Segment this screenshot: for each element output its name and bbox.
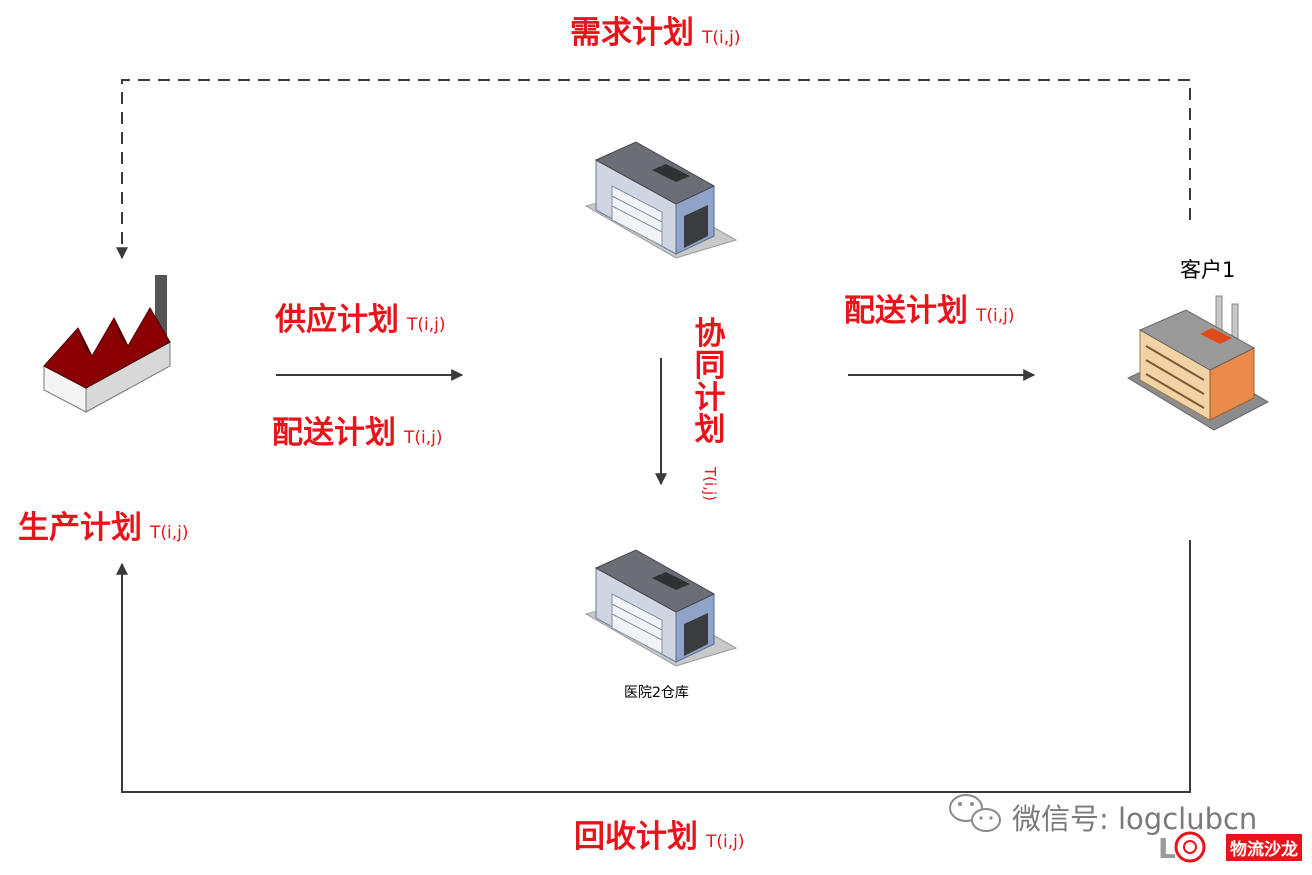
demand-plan-tag: T(i,j) bbox=[702, 28, 741, 48]
recycle-plan-label: 回收计划 T(i,j) bbox=[574, 822, 745, 853]
production-plan-name: 生产计划 bbox=[18, 510, 142, 546]
recycle-plan-name: 回收计划 bbox=[574, 819, 698, 855]
collab-plan-label: 协 同 计 划 T(i,j) bbox=[692, 316, 728, 501]
collab-plan-char: 协 bbox=[694, 316, 726, 352]
delivery-plan-left-tag: T(i,j) bbox=[404, 428, 443, 448]
svg-text:L: L bbox=[1158, 832, 1176, 865]
warehouse-bottom-label: 医院2仓库 bbox=[624, 685, 689, 701]
collab-plan-char: 计 bbox=[694, 380, 726, 416]
wechat-watermark: 微信号: logclubcn bbox=[1012, 802, 1258, 836]
demand-flow-line bbox=[116, 79, 1191, 260]
demand-plan-label: 需求计划 T(i,j) bbox=[570, 18, 741, 49]
industrial-plant-icon bbox=[1126, 295, 1270, 431]
warehouse-icon bbox=[584, 549, 738, 667]
collab-plan-tag: T(i,j) bbox=[701, 467, 719, 501]
supply-plan-name: 供应计划 bbox=[275, 302, 399, 338]
recycle-plan-tag: T(i,j) bbox=[706, 832, 745, 852]
collab-plan-char: 同 bbox=[694, 348, 726, 384]
delivery-plan-right-tag: T(i,j) bbox=[976, 306, 1015, 326]
collab-plan-char: 划 bbox=[694, 412, 726, 448]
production-plan-label: 生产计划 T(i,j) bbox=[18, 513, 189, 544]
delivery-plan-right-label: 配送计划 T(i,j) bbox=[844, 296, 1015, 327]
supply-plan-label: 供应计划 T(i,j) bbox=[275, 305, 446, 336]
demand-plan-name: 需求计划 bbox=[570, 15, 694, 51]
wechat-icon bbox=[949, 794, 1001, 832]
warehouse-icon bbox=[584, 141, 738, 259]
delivery-plan-left-name: 配送计划 bbox=[272, 415, 396, 451]
production-plan-tag: T(i,j) bbox=[150, 523, 189, 543]
factory-icon bbox=[43, 275, 171, 413]
customer-label: 客户1 bbox=[1180, 258, 1236, 282]
delivery-plan-right-name: 配送计划 bbox=[844, 293, 968, 329]
brand-watermark: 物流沙龙 bbox=[1226, 834, 1302, 861]
delivery-plan-left-label: 配送计划 T(i,j) bbox=[272, 418, 443, 449]
logo-mark: L bbox=[1158, 831, 1206, 865]
recycle-flow-line bbox=[116, 540, 1191, 793]
supply-plan-tag: T(i,j) bbox=[407, 315, 446, 335]
